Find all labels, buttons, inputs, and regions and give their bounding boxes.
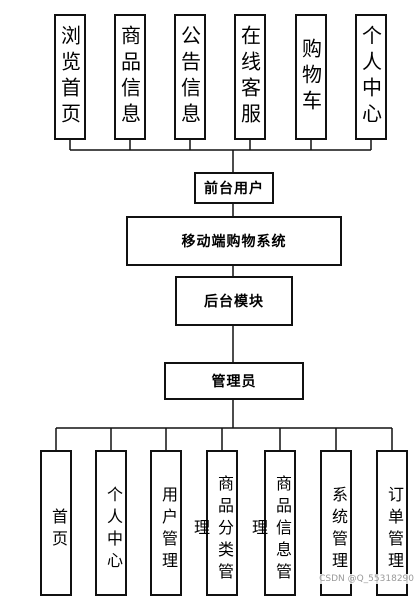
admin-module-user-center: 个人中心 (95, 450, 127, 596)
admin-module-order-management: 订单管理 (376, 450, 408, 596)
watermark: CSDN @Q_55318290 (319, 574, 414, 584)
front-user-node: 前台用户 (194, 172, 274, 204)
front-module-home: 浏览首页 (54, 14, 86, 140)
admin-node: 管理员 (164, 362, 304, 400)
backend-node: 后台模块 (175, 276, 293, 326)
front-module-user-center: 个人中心 (355, 14, 387, 140)
admin-module-category-management: 商品分类管理 (191, 450, 238, 596)
front-module-online-service: 在线客服 (234, 14, 266, 140)
admin-module-home: 首页 (40, 450, 72, 596)
front-module-cart: 购物车 (295, 14, 327, 140)
admin-module-user-management: 用户管理 (150, 450, 182, 596)
system-node: 移动端购物系统 (126, 216, 342, 266)
front-module-product-info: 商品信息 (114, 14, 146, 140)
admin-module-system-management: 系统管理 (320, 450, 352, 596)
front-module-announcements: 公告信息 (174, 14, 206, 140)
admin-module-product-management: 商品信息管理 (249, 450, 296, 596)
